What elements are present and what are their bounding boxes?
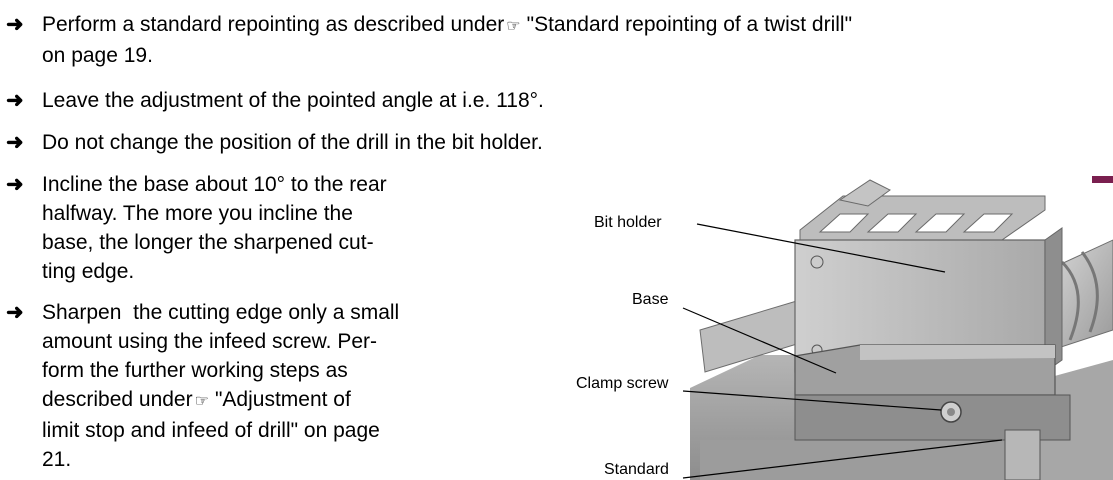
pointing-hand-icon: ☞ (194, 393, 209, 410)
step-3-text: Do not change the position of the drill … (42, 131, 543, 154)
label-base: Base (632, 291, 669, 308)
step-1-text: Perform a standard repointing as describ… (42, 13, 853, 67)
arrow-right-icon: ➜ (6, 13, 24, 36)
label-standard: Standard (604, 461, 669, 478)
arrow-right-icon: ➜ (6, 173, 24, 196)
arrow-right-icon: ➜ (6, 301, 24, 324)
standard-post (1004, 429, 1041, 480)
arrow-right-icon: ➜ (6, 89, 24, 112)
page-tab-marker (1092, 176, 1113, 183)
label-bit-holder: Bit holder (594, 214, 662, 231)
step-2-text: Leave the adjustment of the pointed angl… (42, 89, 544, 112)
step-4-text: Incline the base about 10° to the rear h… (42, 173, 387, 283)
label-clamp-screw: Clamp screw (576, 375, 669, 392)
arrow-right-icon: ➜ (6, 131, 24, 154)
clamp-block (794, 394, 1071, 441)
step-5-text: Sharpen the cutting edge only a small am… (42, 301, 400, 471)
pointing-hand-icon: ☞ (506, 18, 521, 35)
